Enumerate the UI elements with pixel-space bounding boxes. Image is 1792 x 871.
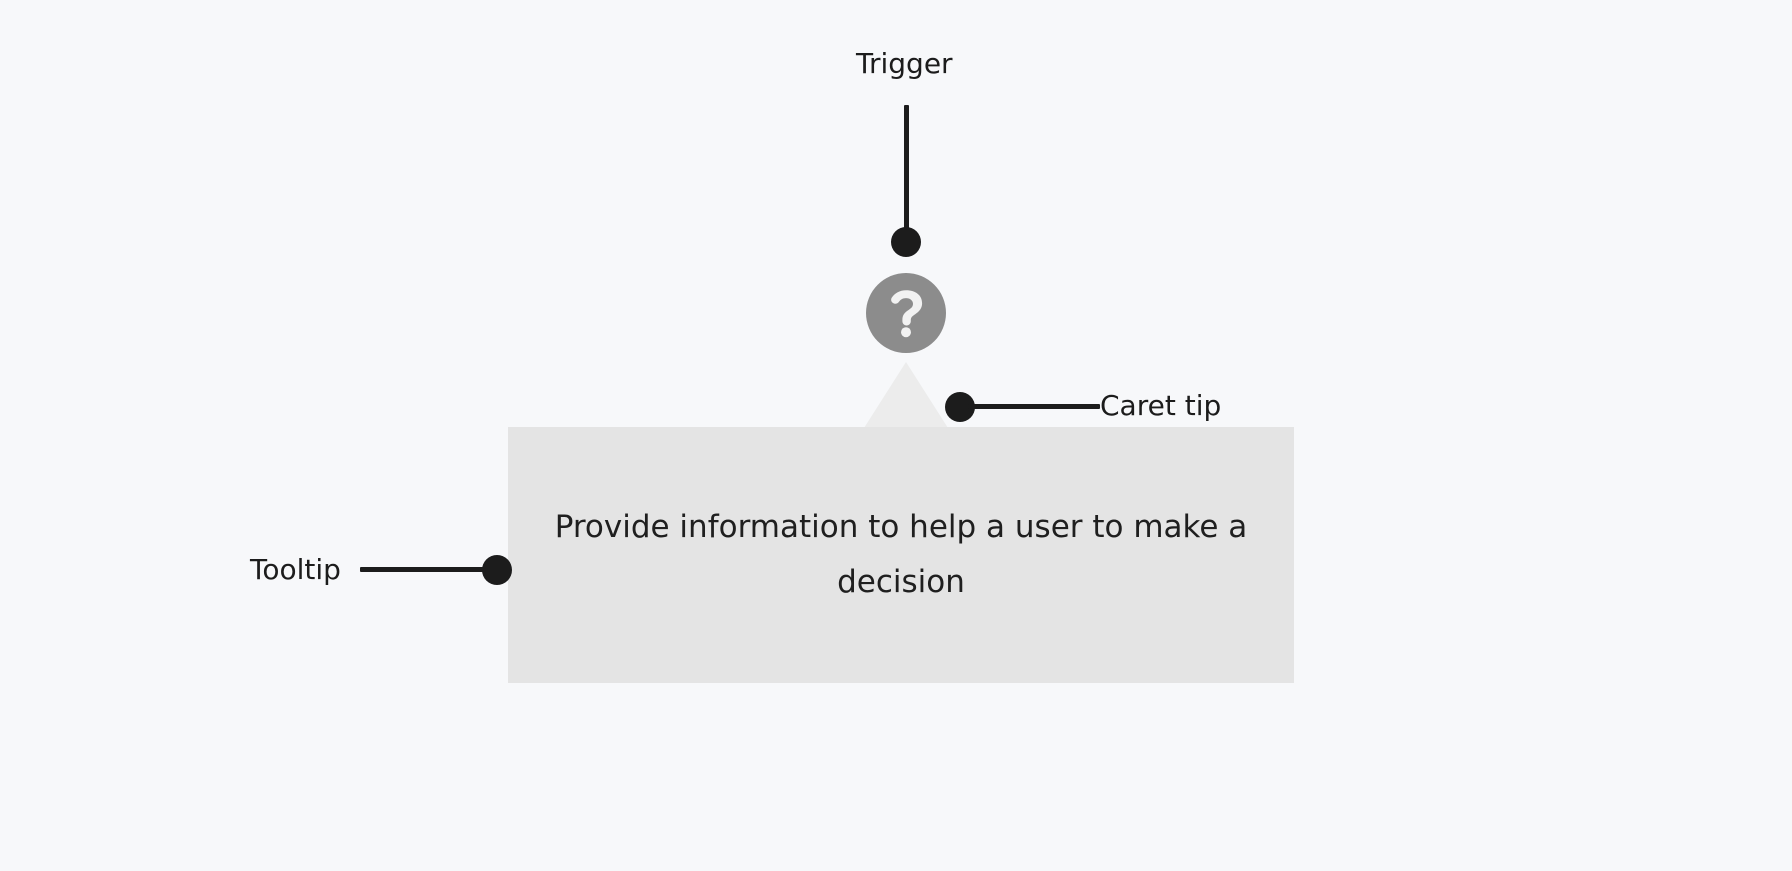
caret-tip-annotation-label: Caret tip: [1100, 389, 1222, 422]
caret-tip-leader-line: [968, 404, 1100, 409]
tooltip-leader-dot: [482, 555, 512, 585]
tooltip-body: Provide information to help a user to ma…: [508, 427, 1294, 683]
tooltip-annotation-label: Tooltip: [250, 553, 341, 586]
tooltip-leader-line: [360, 567, 502, 572]
trigger-annotation-label: Trigger: [856, 47, 953, 80]
question-mark-glyph: [891, 290, 923, 338]
tooltip-body-text: Provide information to help a user to ma…: [554, 509, 1248, 600]
trigger-leader-dot: [891, 227, 921, 257]
trigger-leader-line: [904, 105, 909, 243]
question-mark-circle-icon[interactable]: [866, 273, 946, 353]
tooltip-caret: [864, 362, 948, 428]
